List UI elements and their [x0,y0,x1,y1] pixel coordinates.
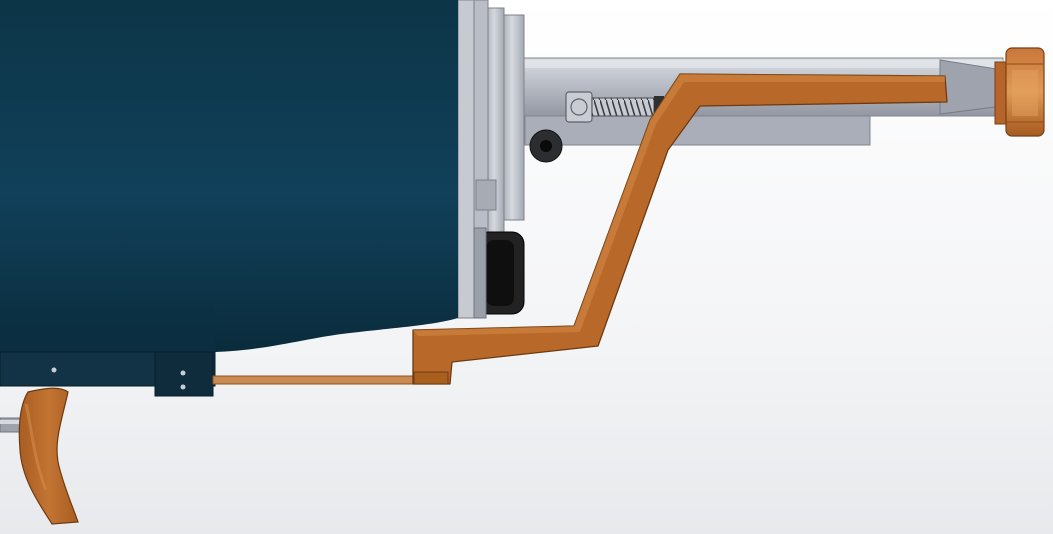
spring-assembly [565,91,664,123]
rubber-bumper [473,227,525,319]
trigger-pawl [18,387,79,525]
push-rod [212,375,414,385]
linkage-arm [412,73,948,385]
adjust-knob [994,47,1045,137]
lower-bracket [0,351,216,397]
bolt-head [529,129,563,163]
motor-housing [0,0,458,352]
